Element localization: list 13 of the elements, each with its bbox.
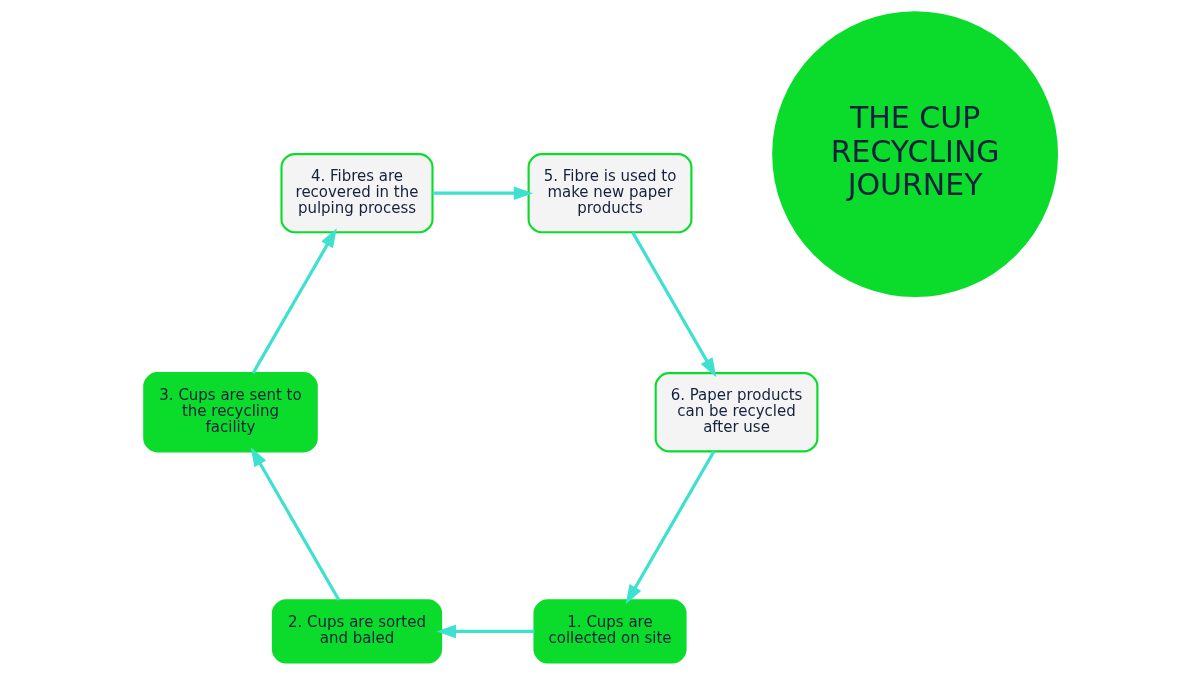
node-box: 3. Cups are sent to the recycling facility: [142, 372, 318, 453]
arrow: [436, 624, 534, 639]
node-box: 5. Fibre is used to make new paper products: [527, 153, 692, 234]
node-box: 1. Cups are collected on site: [532, 599, 687, 664]
arrow: [625, 450, 715, 605]
arrow: [251, 228, 337, 374]
arrow: [630, 231, 716, 378]
node-box: 2. Cups are sorted and baled: [271, 599, 442, 664]
node-box: 4. Fibres are recovered in the pulping process: [279, 153, 434, 234]
node-circle: THE CUP RECYCLING JOURNEY: [771, 11, 1058, 298]
node-box: 6. Paper products can be recycled after use: [654, 372, 818, 453]
arrow: [250, 447, 340, 601]
arrow: [432, 186, 533, 200]
